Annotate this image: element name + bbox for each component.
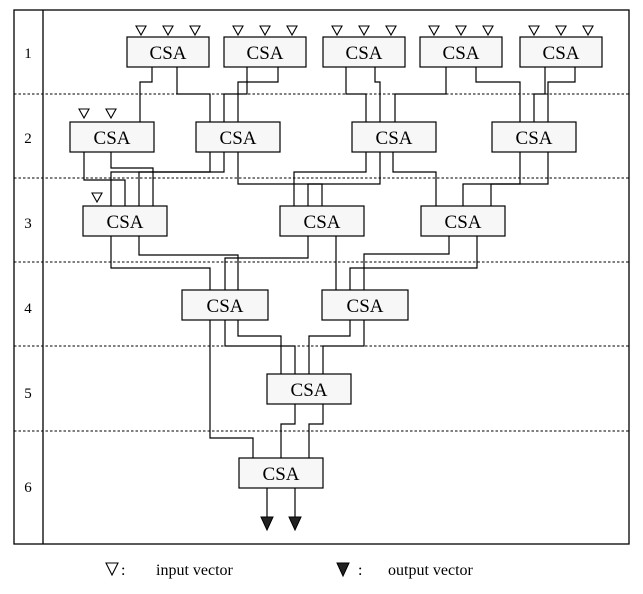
input-vectors — [78, 25, 594, 204]
input-vector-icon — [162, 25, 174, 37]
csa-label: CSA — [247, 43, 284, 64]
csa-block: CSA — [82, 205, 168, 237]
csa-label: CSA — [107, 212, 144, 233]
csa-block: CSA — [419, 36, 503, 68]
input-vector-icon — [358, 25, 370, 37]
legend-output-label: output vector — [388, 562, 474, 579]
csa-block: CSA — [420, 205, 506, 237]
row-number-5: 5 — [24, 386, 32, 402]
legend-output-separator: : — [358, 562, 362, 579]
csa-block: CSA — [223, 36, 307, 68]
csa-label: CSA — [376, 128, 413, 149]
csa-block: CSA — [351, 121, 437, 153]
input-vector-icon — [105, 108, 117, 120]
csa-label: CSA — [543, 43, 580, 64]
input-vector-icon — [385, 25, 397, 37]
csa-label: CSA — [94, 128, 131, 149]
row-number-3: 3 — [24, 216, 32, 232]
csa-label: CSA — [150, 43, 187, 64]
csa-block: CSA — [266, 373, 352, 405]
output-vectors — [260, 516, 302, 532]
csa-label: CSA — [220, 128, 257, 149]
csa-label: CSA — [516, 128, 553, 149]
csa-block: CSA — [238, 457, 324, 489]
input-vector-icon — [135, 25, 147, 37]
input-vector-icon — [78, 108, 90, 120]
input-vector-icon — [286, 25, 298, 37]
csa-block: CSA — [126, 36, 210, 68]
csa-block: CSA — [321, 289, 409, 321]
legend-output-icon — [336, 562, 350, 578]
csa-label: CSA — [304, 212, 341, 233]
csa-block: CSA — [279, 205, 365, 237]
csa-label: CSA — [347, 296, 384, 317]
legend-input-separator: : — [121, 562, 125, 579]
row-number-1: 1 — [24, 46, 32, 62]
output-vector-icon — [288, 516, 302, 532]
csa-block: CSA — [181, 289, 269, 321]
input-vector-icon — [232, 25, 244, 37]
legend-input-icon — [105, 562, 119, 577]
legend: : input vector : output vector — [105, 562, 474, 579]
input-vector-icon — [482, 25, 494, 37]
csa-block: CSA — [491, 121, 577, 153]
input-vector-icon — [455, 25, 467, 37]
row-number-4: 4 — [24, 301, 32, 317]
csa-label: CSA — [291, 380, 328, 401]
row-numbers: 1 2 3 4 5 6 — [24, 46, 32, 496]
csa-label: CSA — [443, 43, 480, 64]
input-vector-icon — [582, 25, 594, 37]
csa-block: CSA — [69, 121, 155, 153]
csa-block: CSA — [195, 121, 281, 153]
input-vector-icon — [189, 25, 201, 37]
csa-label: CSA — [263, 464, 300, 485]
csa-label: CSA — [346, 43, 383, 64]
csa-label: CSA — [207, 296, 244, 317]
csa-label: CSA — [445, 212, 482, 233]
legend-input-label: input vector — [156, 562, 234, 579]
csa-block: CSA — [519, 36, 603, 68]
output-vector-icon — [260, 516, 274, 532]
row-number-2: 2 — [24, 131, 32, 147]
input-vector-icon — [259, 25, 271, 37]
input-vector-icon — [428, 25, 440, 37]
diagram-frame — [13, 9, 630, 545]
csa-block: CSA — [322, 36, 406, 68]
input-vector-icon — [91, 192, 103, 204]
csa-blocks: CSA CSA CSA CSA CSA CSA CSA CSA CSA CSA … — [69, 36, 603, 489]
input-vector-icon — [555, 25, 567, 37]
wires — [83, 67, 576, 518]
row-separators — [14, 93, 629, 432]
row-number-6: 6 — [24, 480, 32, 496]
input-vector-icon — [331, 25, 343, 37]
input-vector-icon — [528, 25, 540, 37]
